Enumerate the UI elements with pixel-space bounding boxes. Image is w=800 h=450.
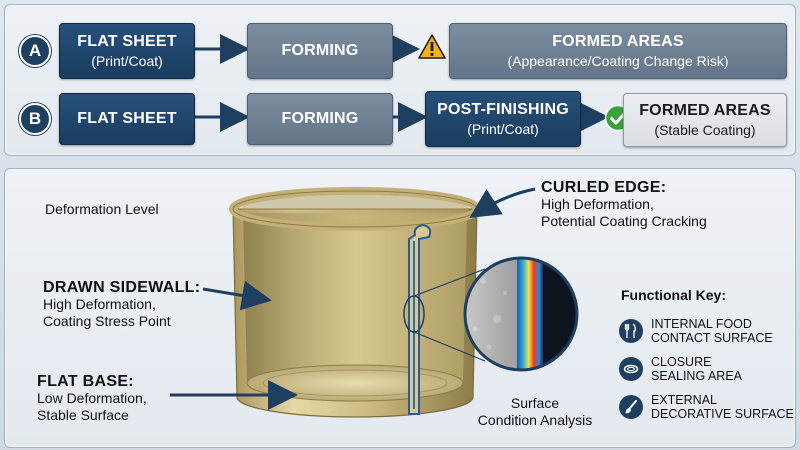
seal-ring-icon [619,357,643,381]
flat-base-callout: FLAT BASE: Low Deformation, Stable Surfa… [37,373,147,424]
row-b-flat-sheet-title: FLAT SHEET [77,110,177,127]
row-a-formed-areas-box: FORMED AREAS (Appearance/Coating Change … [449,23,787,79]
key-item-decorative-surface-line1: External [651,393,717,407]
surface-micrograph [465,258,577,370]
process-flow-panel: A FLAT SHEET (Print/Coat) FORMING FORMED… [4,4,796,156]
row-a-forming-title: FORMING [281,42,359,59]
row-b-forming-box: FORMING [247,93,393,145]
utensils-icon [619,319,643,343]
key-item-decorative-surface-line2: Decorative Surface [651,407,794,421]
row-b-post-finishing-title: POST-FINISHING [437,101,569,118]
can-illustration [170,187,579,418]
key-item-closure-sealing-text: Closure Sealing Area [651,355,742,383]
key-item-decorative-surface: External Decorative Surface [619,393,794,421]
key-item-closure-sealing-line2: Sealing Area [651,369,743,383]
row-b-post-finishing-sub: (Print/Coat) [467,121,539,137]
surface-analysis-caption: Surface Condition Analysis [475,395,595,429]
paintbrush-icon [619,395,643,419]
sidewall-arrow [202,280,272,311]
row-b-formed-areas-title: FORMED AREAS [639,102,771,119]
drawn-sidewall-line1: High Deformation, [43,296,156,312]
drawn-sidewall-line2: Coating Stress Point [43,313,171,329]
row-a-flat-sheet-sub: (Print/Coat) [91,53,163,69]
row-a-badge: A [19,35,51,67]
key-item-food-contact-text: Internal Food Contact Surface [651,317,773,345]
surface-analysis-line2: Condition Analysis [477,412,593,428]
curled-edge-callout: CURLED EDGE: High Deformation, Potential… [541,179,707,230]
curled-edge-arrow [469,187,536,218]
drawn-sidewall-title: DRAWN SIDEWALL: [43,279,201,296]
curled-edge-title: CURLED EDGE: [541,179,667,196]
surface-analysis-line1: Surface [510,395,560,411]
flat-base-title: FLAT BASE: [37,373,134,390]
key-item-closure-sealing-line1: Closure [651,355,712,369]
flat-base-line1: Low Deformation, [37,390,147,406]
row-a-flat-sheet-title: FLAT SHEET [77,33,177,50]
curled-edge-line1: High Deformation, [541,196,654,212]
row-b-flat-sheet-box: FLAT SHEET [59,93,195,145]
key-item-food-contact-line2: Contact Surface [651,331,773,345]
row-a-formed-areas-title: FORMED AREAS [552,33,684,50]
key-item-decorative-surface-text: External Decorative Surface [651,393,794,421]
can-diagram-panel: Deformation Level CURLED EDGE: High Defo… [4,168,796,448]
functional-key-title: Functional Key: [621,287,727,303]
flat-base-line2: Stable Surface [37,407,129,423]
deformation-level-label: Deformation Level [45,201,159,217]
warning-icon [418,34,446,59]
flow-arrows [195,34,609,132]
row-a-forming-box: FORMING [247,23,393,79]
row-a-flat-sheet-box: FLAT SHEET (Print/Coat) [59,23,195,79]
row-b-badge: B [19,103,51,135]
row-b-formed-areas-box: FORMED AREAS (Stable Coating) [623,93,787,147]
row-b-forming-title: FORMING [281,110,359,127]
row-b-post-finishing-box: POST-FINISHING (Print/Coat) [425,91,581,147]
key-item-food-contact-line1: Internal Food [651,317,752,331]
curled-edge-line2: Potential Coating Cracking [541,213,707,229]
key-item-closure-sealing: Closure Sealing Area [619,355,742,383]
row-a-formed-areas-sub: (Appearance/Coating Change Risk) [507,53,729,69]
row-b-formed-areas-sub: (Stable Coating) [654,122,756,138]
drawn-sidewall-callout: DRAWN SIDEWALL: High Deformation, Coatin… [43,279,200,330]
key-item-food-contact: Internal Food Contact Surface [619,317,773,345]
